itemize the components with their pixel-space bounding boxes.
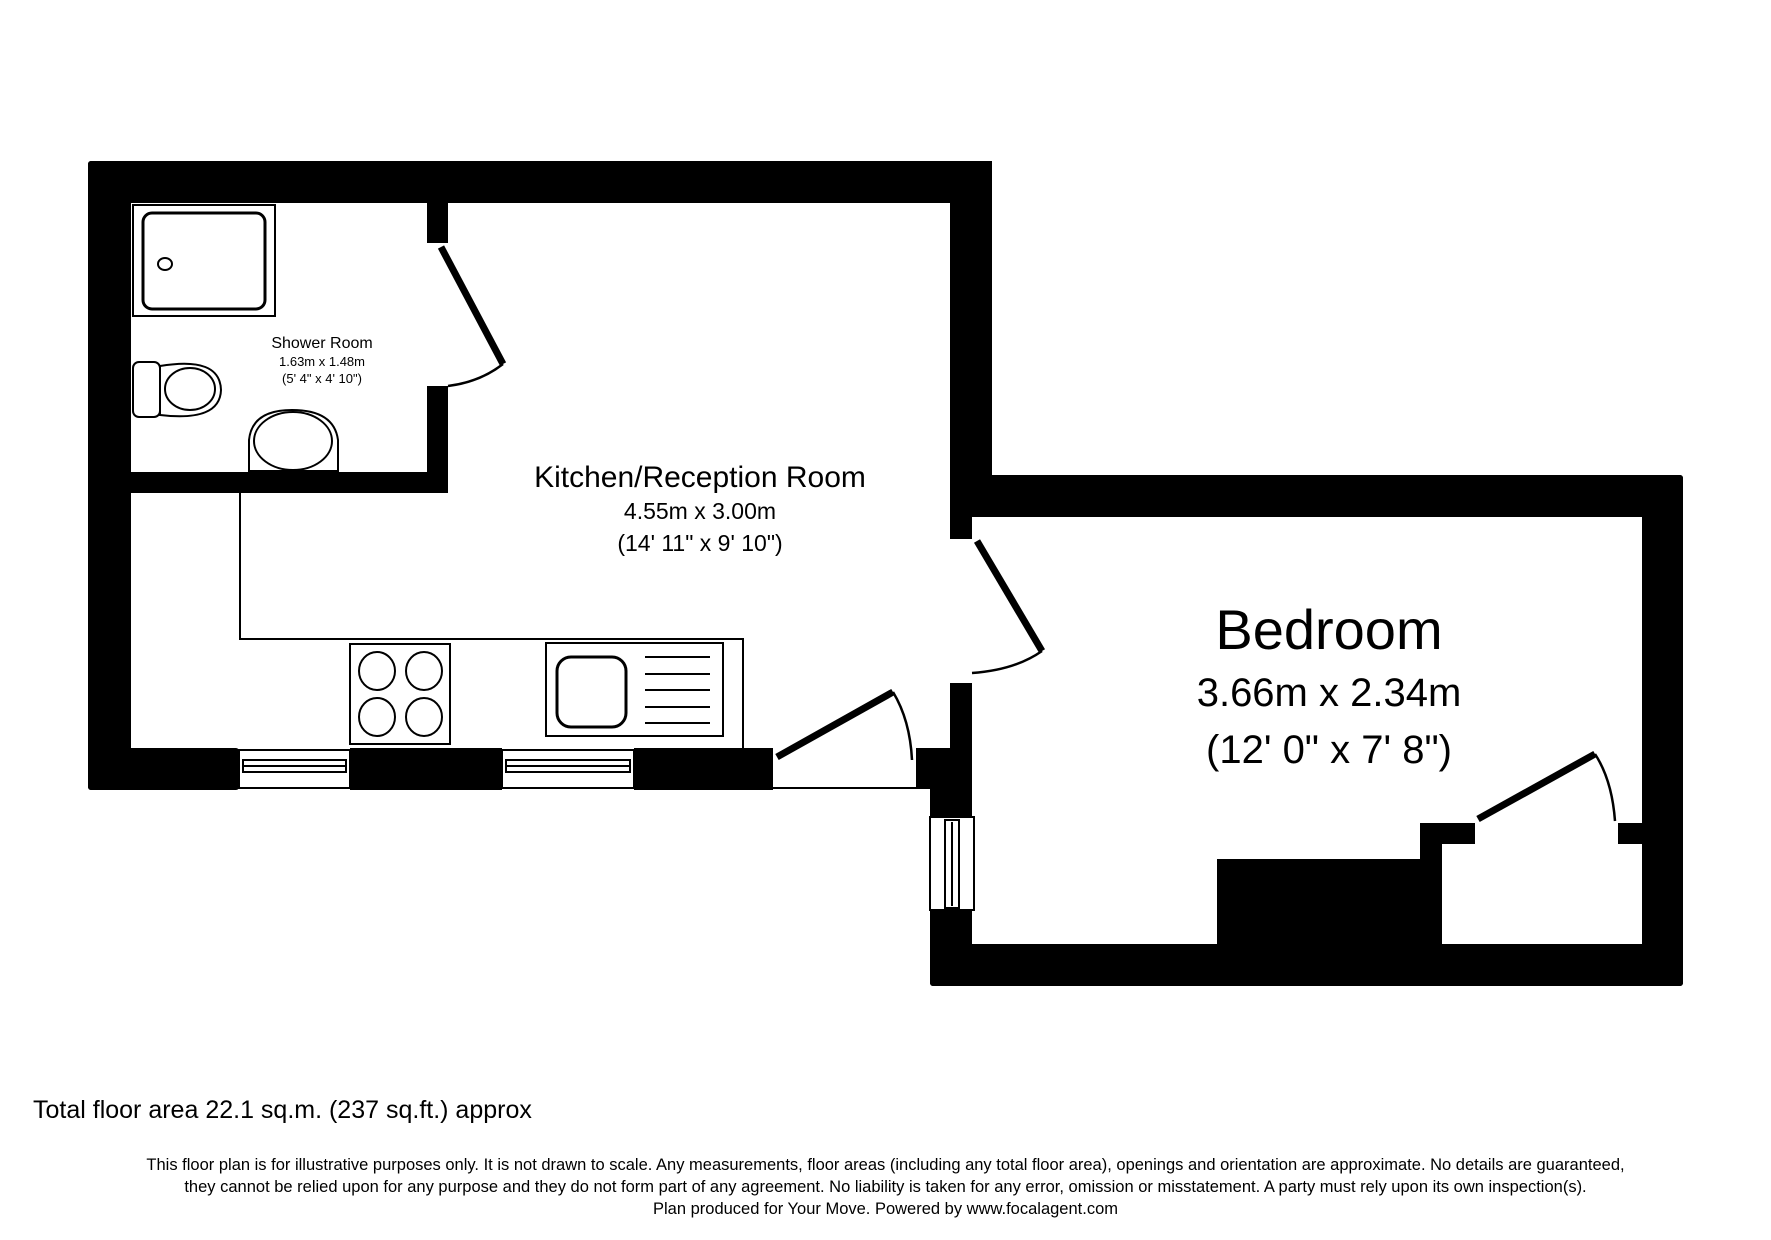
window-kitchen-1 <box>238 749 351 789</box>
bedroom-metric: 3.66m x 2.34m <box>1197 671 1462 715</box>
disclaimer-line-1: This floor plan is for illustrative purp… <box>146 1156 1625 1174</box>
shower-tray-icon <box>132 204 276 317</box>
door-entrance <box>775 688 914 761</box>
kitchen-imperial: (14' 11" x 9' 10") <box>617 530 782 556</box>
shower-room-metric: 1.63m x 1.48m <box>279 354 365 369</box>
sink-drainer-icon <box>545 642 724 737</box>
shower-room-name: Shower Room <box>271 335 372 352</box>
disclaimer-line-3: Plan produced for Your Move. Powered by … <box>652 1200 1118 1218</box>
shower-room-imperial: (5' 4" x 4' 10") <box>282 371 362 386</box>
wash-basin-icon <box>248 408 339 472</box>
disclaimer-line-2: they cannot be relied upon for any purpo… <box>184 1178 1587 1196</box>
label-bedroom: Bedroom 3.66m x 2.34m (12' 0" x 7' 8") <box>1197 598 1462 772</box>
bedroom-name: Bedroom <box>1215 598 1442 661</box>
disclaimer: This floor plan is for illustrative purp… <box>0 1154 1771 1220</box>
kitchen-metric: 4.55m x 3.00m <box>624 498 776 524</box>
toilet-icon <box>132 361 223 418</box>
label-shower-room: Shower Room 1.63m x 1.48m (5' 4" x 4' 10… <box>271 335 372 386</box>
door-shower-room <box>437 245 507 388</box>
window-bedroom <box>929 816 975 911</box>
window-kitchen-2 <box>501 749 635 789</box>
door-cupboard <box>1476 750 1617 823</box>
door-bedroom <box>971 539 1046 675</box>
bedroom-imperial: (12' 0" x 7' 8") <box>1206 728 1452 772</box>
kitchen-counter-outline <box>239 493 744 748</box>
walls-main <box>88 161 992 790</box>
label-kitchen-reception: Kitchen/Reception Room 4.55m x 3.00m (14… <box>534 461 866 556</box>
kitchen-name: Kitchen/Reception Room <box>534 461 866 494</box>
total-floor-area: Total floor area 22.1 sq.m. (237 sq.ft.)… <box>33 1096 532 1124</box>
hob-icon <box>349 643 451 745</box>
